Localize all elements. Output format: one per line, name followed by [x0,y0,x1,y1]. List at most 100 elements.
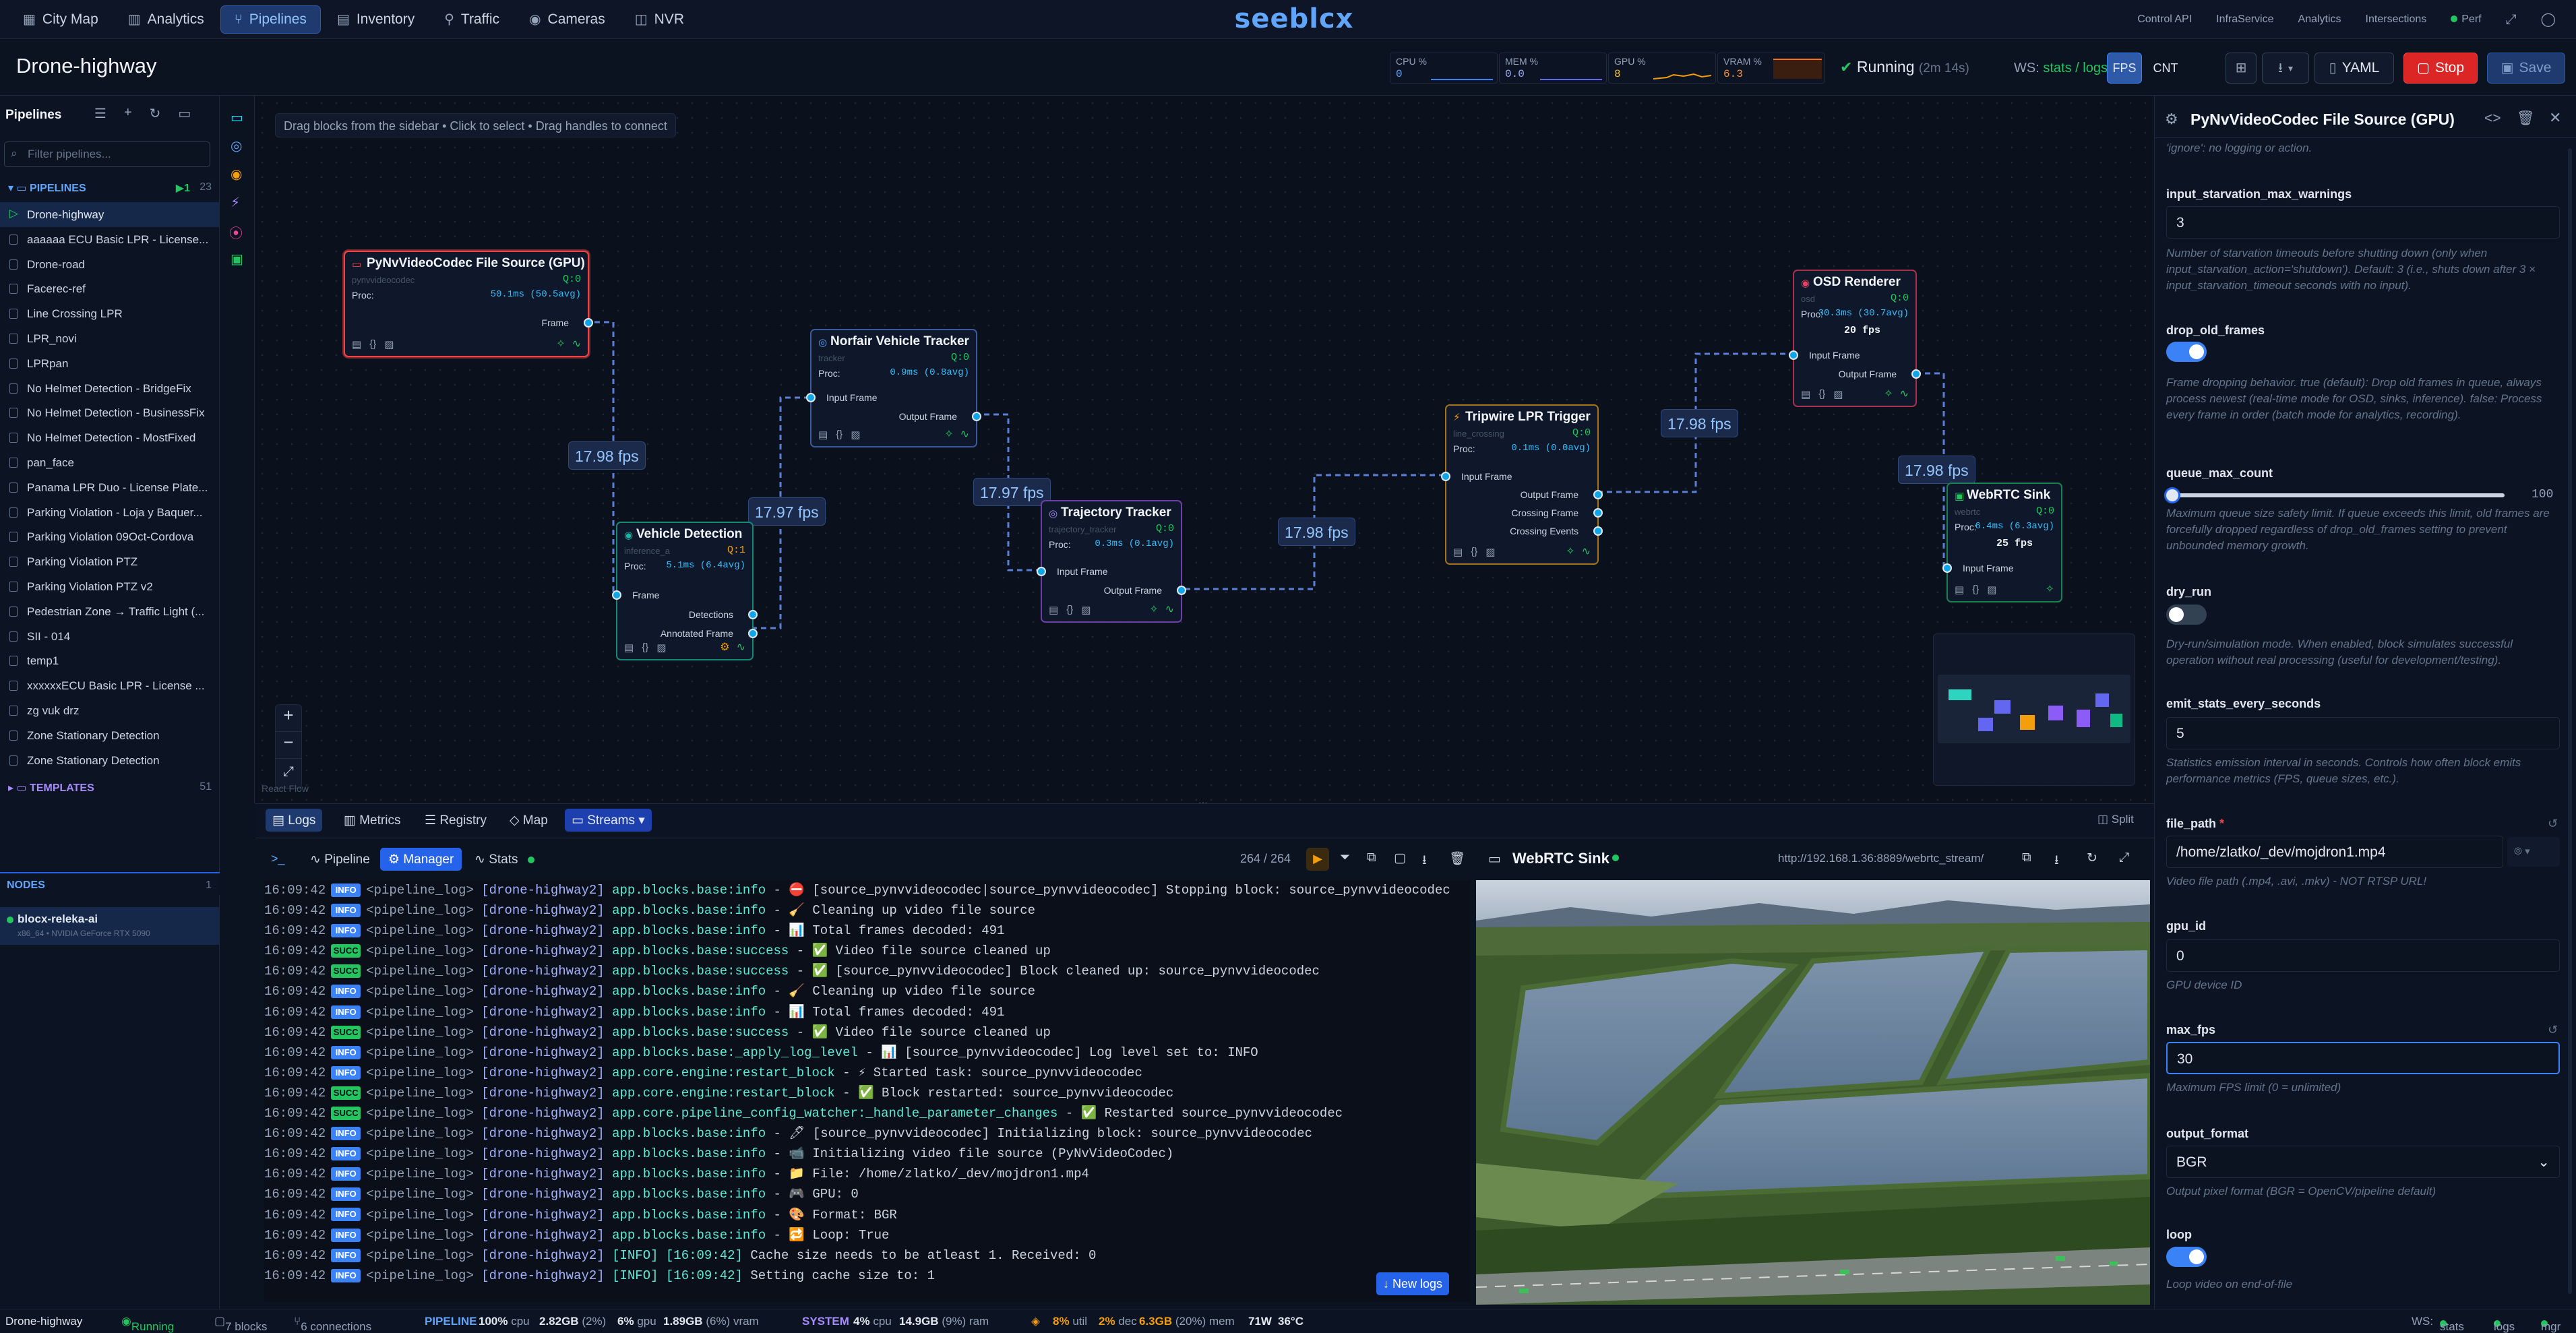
zoom-out-button[interactable]: − [276,732,301,759]
new-logs-button[interactable]: ↓ New logs [1376,1272,1450,1295]
download-icon[interactable]: ⭳ [2054,853,2059,867]
ai-icon[interactable]: ◎ [231,139,243,154]
input-port[interactable] [1942,563,1952,573]
node-file-source[interactable]: ▭ PyNvVideoCodec File Source (GPU) pynvv… [344,251,593,357]
copy-icon[interactable]: ⧉ [2022,850,2031,865]
sidebar-item-pipeline[interactable]: Line Crossing LPR [0,301,220,326]
code-icon[interactable]: {} [369,338,377,350]
sidebar-item-pipeline[interactable]: Pedestrian Zone → Traffic Light (... [0,599,220,624]
code-icon[interactable]: {} [1972,584,1980,595]
save-button[interactable]: ▣Save [2487,53,2565,84]
sidebar-item-pipeline[interactable]: aaaaaa ECU Basic LPR - License... [0,227,220,252]
expand-icon[interactable]: ▢ [1394,851,1406,865]
output-format-select[interactable]: BGR⌄ [2166,1146,2560,1178]
fullscreen-icon[interactable]: ⤢ [2119,850,2130,865]
image-icon[interactable]: ▨ [1485,547,1496,558]
expand-icon[interactable]: ⤢ [2505,12,2517,27]
image-icon[interactable]: ▨ [851,429,861,441]
input-port[interactable] [1037,567,1046,576]
tab-map[interactable]: ◇ Map [503,809,555,832]
sidebar-item-pipeline[interactable]: Parking Violation PTZ [0,549,220,574]
sidebar-item-pipeline[interactable]: Zone Stationary Detection [0,723,220,748]
starvation-max-warnings-input[interactable]: 3 [2166,206,2560,239]
log-tab-stats[interactable]: ∿ Stats [466,848,547,871]
export-button[interactable]: ⭳▾ [2262,53,2309,84]
nav-inventory[interactable]: ▤Inventory [324,5,428,34]
camera-icon[interactable]: ▭ [231,111,243,125]
sidebar-item-pipeline[interactable]: pan_face [0,450,220,475]
emit-stats-input[interactable]: 5 [2166,717,2560,749]
output-port[interactable] [1593,526,1603,536]
tab-registry[interactable]: ☰ Registry [418,809,493,832]
broadcast-icon[interactable]: ⦿ [229,226,243,241]
input-port[interactable] [612,590,621,600]
tab-metrics[interactable]: ▥ Metrics [337,809,407,832]
image-icon[interactable]: ▨ [1987,584,1997,596]
copy-icon[interactable]: ⧉ [1367,850,1376,865]
code-icon[interactable]: {} [1471,546,1478,557]
trash-icon[interactable]: 🗑 [1449,852,1466,866]
file-path-input[interactable]: /home/zlatko/_dev/mojdron1.mp4 [2166,836,2503,868]
reset-icon[interactable]: ↺ [2548,1023,2558,1036]
nav-traffic[interactable]: ⚲Traffic [431,5,513,34]
output-port[interactable] [1593,508,1603,518]
input-port[interactable] [806,393,816,402]
doc-icon[interactable]: ▤ [1049,604,1059,616]
video-stream[interactable] [1476,880,2150,1305]
minimap[interactable] [1933,633,2135,786]
loop-toggle[interactable] [2166,1247,2207,1267]
node-osd-renderer[interactable]: ◉ OSD Renderer osd Q:0 Proc: 30.3ms (30.… [1789,270,1921,407]
link-control-api[interactable]: Control API [2137,13,2192,25]
refresh-icon[interactable]: ↻ [149,106,161,121]
sidebar-item-pipeline[interactable]: No Helmet Detection - BridgeFix [0,376,220,401]
sidebar-item-pipeline[interactable]: temp1 [0,648,220,673]
sidebar-item-pipeline[interactable]: LPR_novi [0,326,220,351]
file-browse-button[interactable]: ⦾ ▾ [2507,837,2560,867]
fit-view-button[interactable]: ⤢ [283,764,294,779]
close-icon[interactable]: ✕ [2549,109,2562,126]
properties-scrollbar[interactable] [2568,148,2572,1294]
node-tripwire-trigger[interactable]: ⚡ Tripwire LPR Trigger line_crossing Q:0… [1441,404,1603,565]
max-fps-input[interactable]: 30 [2166,1042,2560,1074]
code-icon[interactable]: {} [1066,604,1074,615]
doc-icon[interactable]: ▤ [1801,389,1811,400]
tab-logs[interactable]: ▤ Logs [266,809,323,832]
doc-icon[interactable]: ▤ [818,429,828,441]
sort-icon[interactable]: ☰ [94,106,106,121]
sidebar-item-pipeline[interactable]: zg vuk drz [0,698,220,723]
node-trajectory-tracker[interactable]: ◎ Trajectory Tracker trajectory_tracker … [1037,500,1186,623]
doc-icon[interactable]: ▤ [1955,584,1965,596]
link-analytics[interactable]: Analytics [2298,13,2341,25]
input-port[interactable] [1789,350,1798,360]
doc-icon[interactable]: ▤ [624,642,634,654]
queue-max-slider[interactable] [2164,487,2505,503]
image-icon[interactable]: ▨ [1833,389,1843,400]
node-vehicle-detection[interactable]: ◉ Vehicle Detection inference_a Q:1 Proc… [612,522,758,660]
reset-icon[interactable]: ↺ [2548,817,2558,830]
stop-button[interactable]: ▢Stop [2403,53,2478,84]
sidebar-item-pipeline[interactable]: No Helmet Detection - MostFixed [0,425,220,450]
code-icon[interactable]: {} [836,429,843,440]
sidebar-item-pipeline[interactable]: No Helmet Detection - BusinessFix [0,400,220,425]
sidebar-item-pipeline[interactable]: SII - 014 [0,624,220,649]
image-icon[interactable]: ▨ [384,339,394,350]
zoom-in-button[interactable]: + [276,705,301,732]
monitor-icon[interactable]: ▣ [231,252,243,267]
log-tab-pipeline[interactable]: ∿ Pipeline [302,848,378,871]
sidebar-item-pipeline[interactable]: Parking Violation 09Oct-Cordova [0,524,220,549]
nav-pipelines[interactable]: ⑂Pipelines [220,5,321,34]
sidebar-item-pipeline[interactable]: ▷Drone-highway [0,202,220,227]
image-icon[interactable]: ▨ [1081,604,1091,616]
output-port[interactable] [1177,586,1186,595]
nav-city-map[interactable]: ▦City Map [9,5,112,34]
edge-tracker-trajectory[interactable] [975,413,1045,571]
link-intersections[interactable]: Intersections [2365,13,2427,25]
code-icon[interactable]: <> [2484,111,2501,126]
split-button[interactable]: ◫ Split [2091,809,2141,832]
link-infraservice[interactable]: InfraService [2216,13,2274,25]
input-port[interactable] [1441,472,1450,481]
